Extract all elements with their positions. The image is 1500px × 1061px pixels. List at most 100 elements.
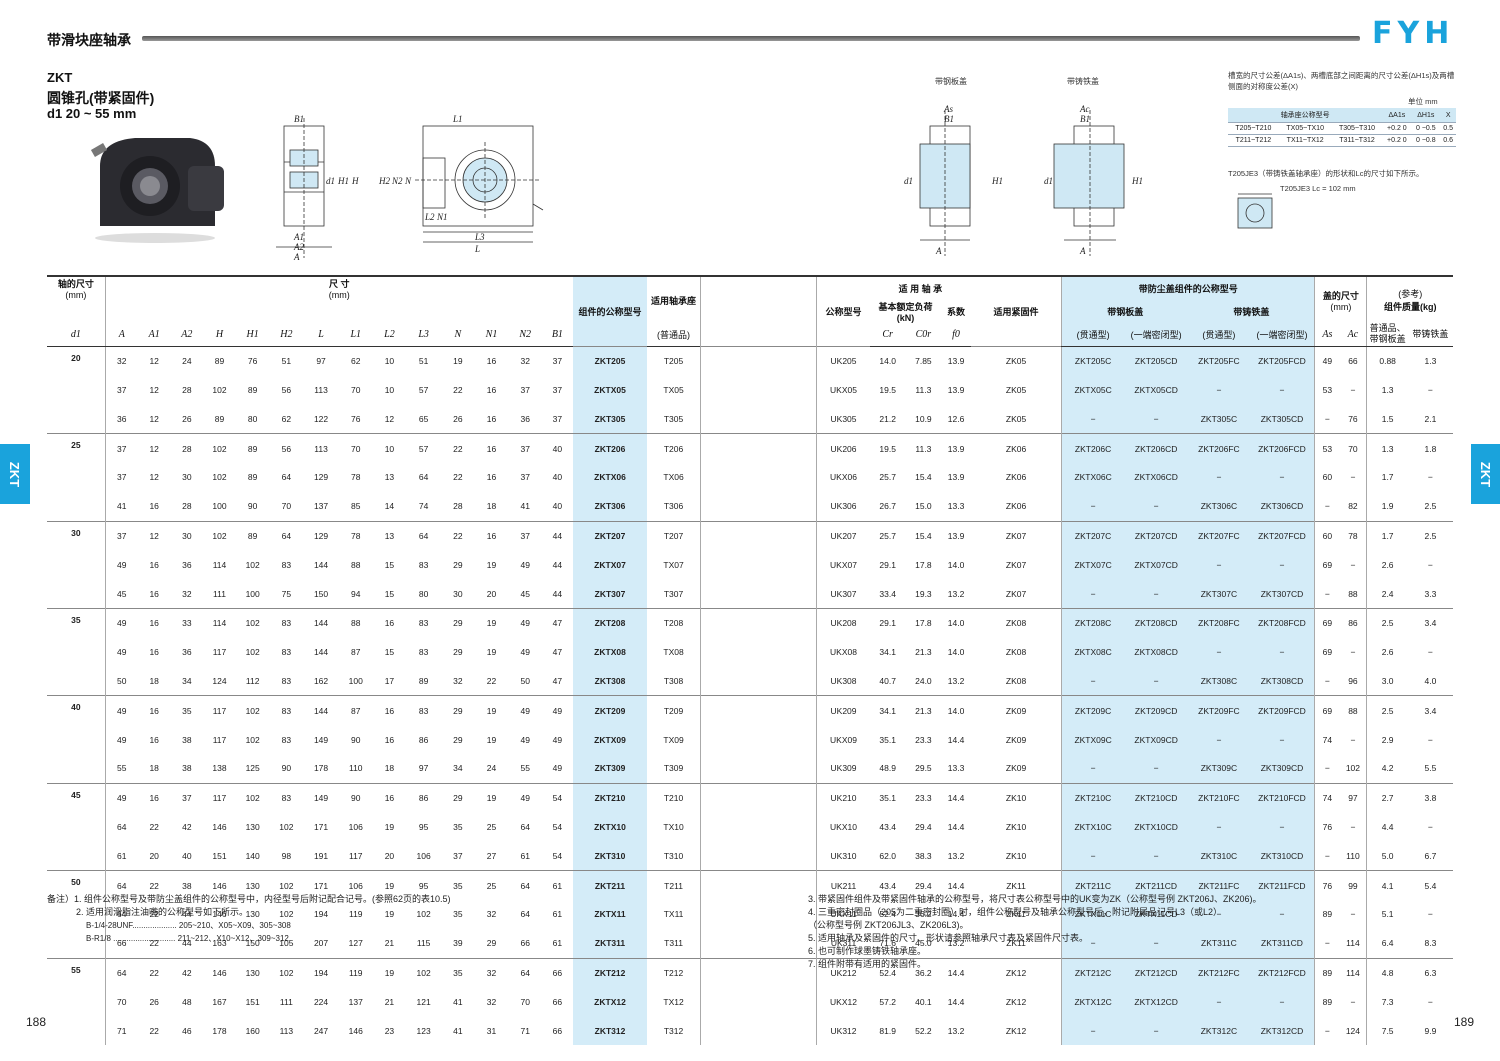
- cell-cor: 23.3: [905, 782, 942, 813]
- cell-cast-closed: ZKT311CD: [1249, 928, 1315, 959]
- cell-dim: 88: [338, 607, 373, 638]
- cell-cast-closed: ZKT205FCD: [1249, 345, 1315, 376]
- cell-cast-through: ZKT308C: [1188, 666, 1250, 696]
- cell-cor: 40.1: [915, 996, 932, 1007]
- cell-spacer: [699, 666, 817, 696]
- cell-dim: 37: [170, 782, 204, 813]
- tol-cell: 0 −0.5: [1411, 122, 1441, 135]
- cell-sleeve: ZK09: [1005, 763, 1027, 774]
- cell-housing: TX09: [663, 734, 684, 745]
- svg-text:Ac: Ac: [1079, 104, 1090, 114]
- cell-dim: 130: [235, 957, 270, 988]
- cell-dim: 64: [104, 812, 138, 842]
- cell-cast-through: ZKT309C: [1188, 753, 1250, 784]
- cell-mass-cast: 3.8: [1407, 782, 1453, 813]
- cell-dim: 41: [453, 996, 463, 1007]
- cell-steel-through: ZKT207C: [1061, 520, 1124, 551]
- cell-mass-cast: 8.3: [1424, 938, 1437, 949]
- cell-dim: 62: [281, 413, 292, 424]
- svg-text:L: L: [474, 244, 480, 254]
- cell-dim: 22: [453, 384, 463, 395]
- cell-ac: −: [1350, 472, 1356, 483]
- col-L1: L1: [338, 323, 373, 347]
- cell-f0: 13.2: [947, 938, 965, 949]
- cell-steel-through: −: [1061, 1016, 1124, 1045]
- cell-cast-closed: ZKT209FCD: [1249, 695, 1315, 726]
- cell-dim: 28: [453, 501, 463, 512]
- cell-sleeve: ZK08: [1005, 647, 1027, 658]
- cell-dim: 44: [542, 520, 573, 551]
- cell-steel-closed: ZKT206CD: [1123, 433, 1189, 463]
- t205je3-lc: T205JE3 Lc = 102 mm: [1280, 184, 1356, 193]
- col-shaft-blank: [47, 300, 105, 323]
- cell-dim: 178: [313, 763, 329, 774]
- cell-housing: T309: [663, 763, 684, 774]
- cell-dim: 89: [247, 472, 258, 483]
- cell-dim: 24: [486, 763, 497, 774]
- cell-dim: 15: [384, 588, 395, 599]
- cell-dim: 123: [416, 1025, 431, 1036]
- cell-bearing: UK208: [816, 607, 870, 638]
- cell-bearing: UK207: [816, 520, 870, 551]
- cell-dim: 44: [552, 588, 563, 599]
- cell-shaft: 55: [47, 957, 106, 988]
- cell-ac: 110: [1346, 850, 1360, 861]
- cell-dim: 37: [520, 472, 530, 483]
- cell-dim: 40: [542, 433, 573, 463]
- cell-sleeve: ZK07: [1005, 588, 1027, 599]
- tol-cell: TX11~TX12: [1278, 134, 1332, 147]
- cell-dim: 87: [351, 647, 361, 658]
- cell-spacer: [699, 375, 817, 405]
- cell-shaft: 20: [47, 345, 106, 376]
- product-photo: [90, 138, 224, 243]
- cell-mass-std: 2.9: [1366, 725, 1408, 754]
- cell-steel-closed: ZKTX05CD: [1123, 375, 1189, 405]
- cell-housing: TX12: [663, 996, 684, 1007]
- cell-steel-through: ZKTX05C: [1061, 375, 1124, 405]
- cell-dim: 56: [281, 384, 292, 395]
- cell-sleeve: ZK10: [970, 782, 1062, 813]
- cell-cast-through: ZKT307C: [1188, 579, 1250, 609]
- cell-unit-number: ZKT309: [572, 753, 648, 784]
- cell-spacer: [699, 812, 817, 842]
- tolerance-table: 轴承座公称型号 ΔA1s ΔH1s X T205~T210 TX05~TX10 …: [1228, 108, 1456, 147]
- cell-cast-through: ZKT311C: [1188, 928, 1250, 959]
- cell-bearing: UKX08: [816, 637, 870, 667]
- header-rule: [142, 36, 1360, 41]
- col-L2: L2: [372, 323, 407, 347]
- cell-dim: 35: [440, 870, 475, 900]
- cell-bearing: UKX12: [816, 987, 870, 1017]
- cell-cast-closed: ZKT212FCD: [1249, 957, 1315, 988]
- cell-shaft: [47, 463, 105, 492]
- cell-dim: 146: [348, 1025, 363, 1036]
- cell-sleeve: ZK10: [1005, 821, 1027, 832]
- cell-spacer: [699, 520, 817, 551]
- cell-ac: 76: [1348, 413, 1358, 424]
- cell-dim: 137: [348, 996, 363, 1007]
- tol-cell: T305~T310: [1331, 122, 1383, 135]
- cell-spacer: [699, 870, 817, 900]
- svg-text:A1: A1: [293, 232, 304, 242]
- cell-sleeve: ZK12: [1005, 996, 1027, 1007]
- cell-dim: 111: [213, 588, 226, 599]
- cell-dim: 64: [406, 520, 441, 551]
- cell-dim: 49: [104, 725, 138, 754]
- cell-housing: T207: [647, 520, 701, 551]
- cell-f0: 13.9: [941, 345, 971, 376]
- cell-dim: 22: [486, 675, 497, 686]
- cell-dim: 10: [372, 433, 407, 463]
- cell-dim: 13: [372, 520, 407, 551]
- cell-dim: 22: [149, 938, 159, 949]
- cell-mass-std: 2.7: [1366, 782, 1408, 813]
- cell-dim: 12: [137, 520, 171, 551]
- cell-dim: 80: [247, 413, 258, 424]
- cell-mass-cast: −: [1427, 734, 1433, 745]
- cell-dim: 102: [203, 520, 236, 551]
- cell-dim: 115: [416, 938, 431, 949]
